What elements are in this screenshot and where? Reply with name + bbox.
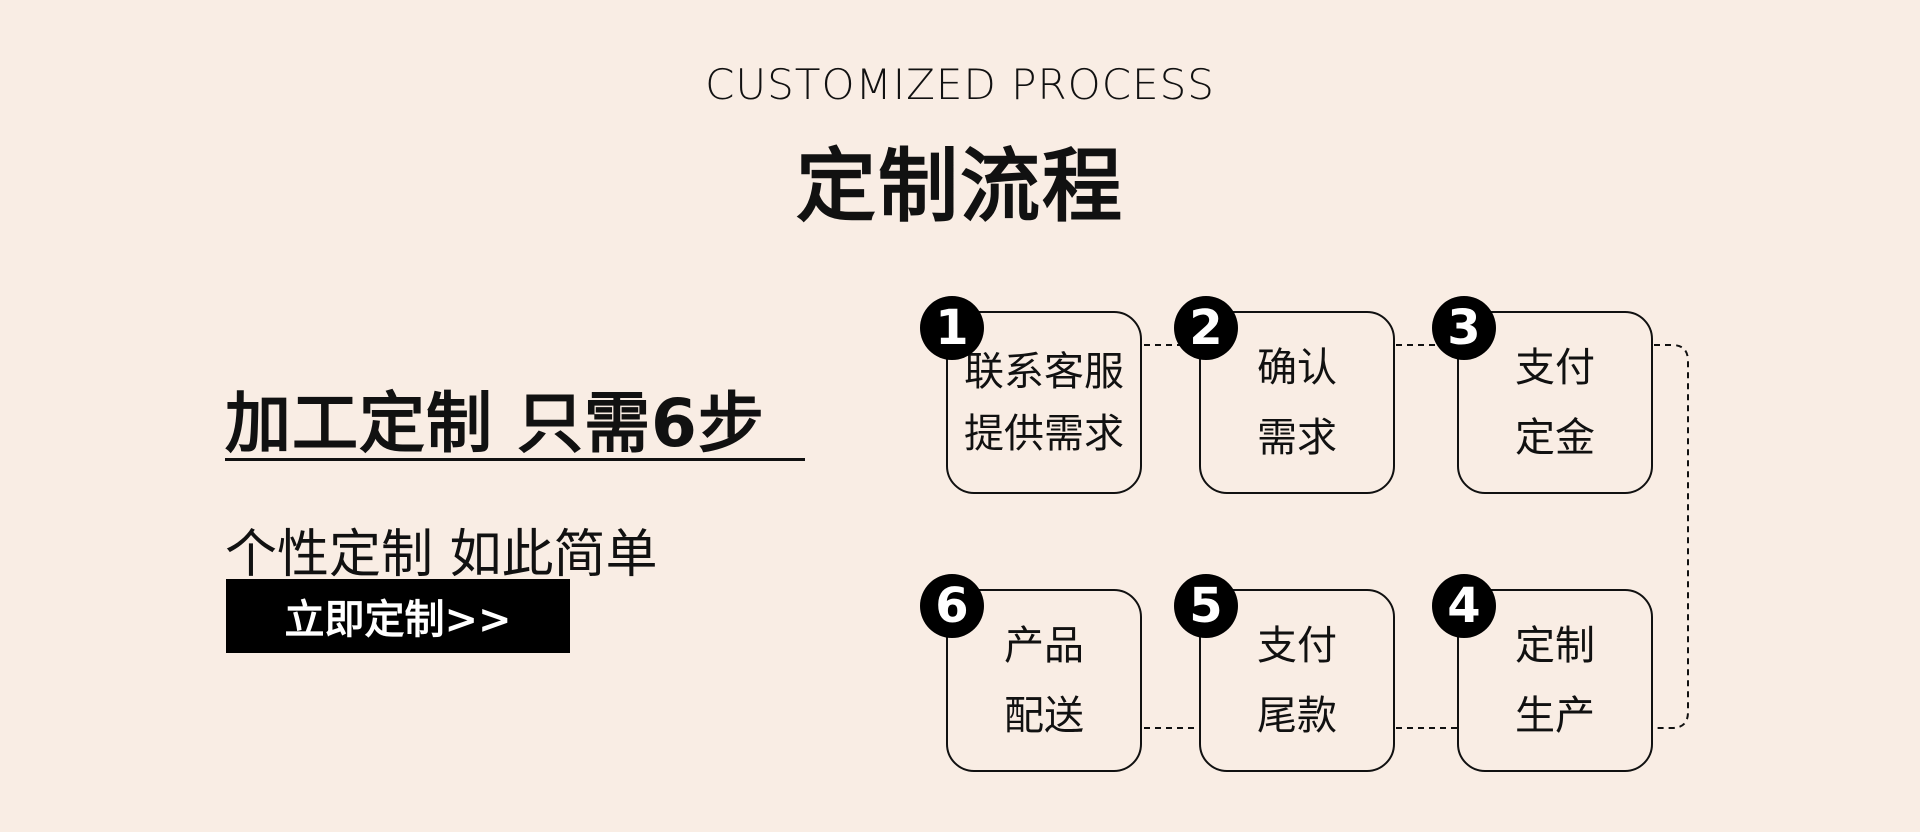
headline-underline [225, 458, 805, 461]
customize-now-button[interactable]: 立即定制>> [226, 579, 570, 653]
connector-3-4 [1654, 344, 1689, 729]
headline: 加工定制 只需6步 [225, 385, 765, 462]
step-badge-2: 2 [1174, 296, 1238, 360]
step-2-text: 确认 需求 [1257, 344, 1337, 461]
step-4-text: 定制 生产 [1515, 622, 1595, 739]
step-badge-3: 3 [1432, 296, 1496, 360]
step-badge-1: 1 [920, 296, 984, 360]
step-badge-6: 6 [920, 574, 984, 638]
tagline: 个性定制 如此简单 [225, 525, 658, 585]
step-3-text: 支付 定金 [1515, 344, 1595, 461]
step-card-5: 支付 尾款 [1199, 589, 1395, 772]
step-5-text: 支付 尾款 [1257, 622, 1337, 739]
step-6-text: 产品 配送 [1004, 622, 1084, 739]
page-title: 定制流程 [796, 140, 1124, 233]
step-badge-4: 4 [1432, 574, 1496, 638]
step-1-text: 联系客服 提供需求 [964, 348, 1124, 457]
header-subtitle-en: CUSTOMIZED PROCESS [705, 60, 1215, 109]
step-badge-5: 5 [1174, 574, 1238, 638]
